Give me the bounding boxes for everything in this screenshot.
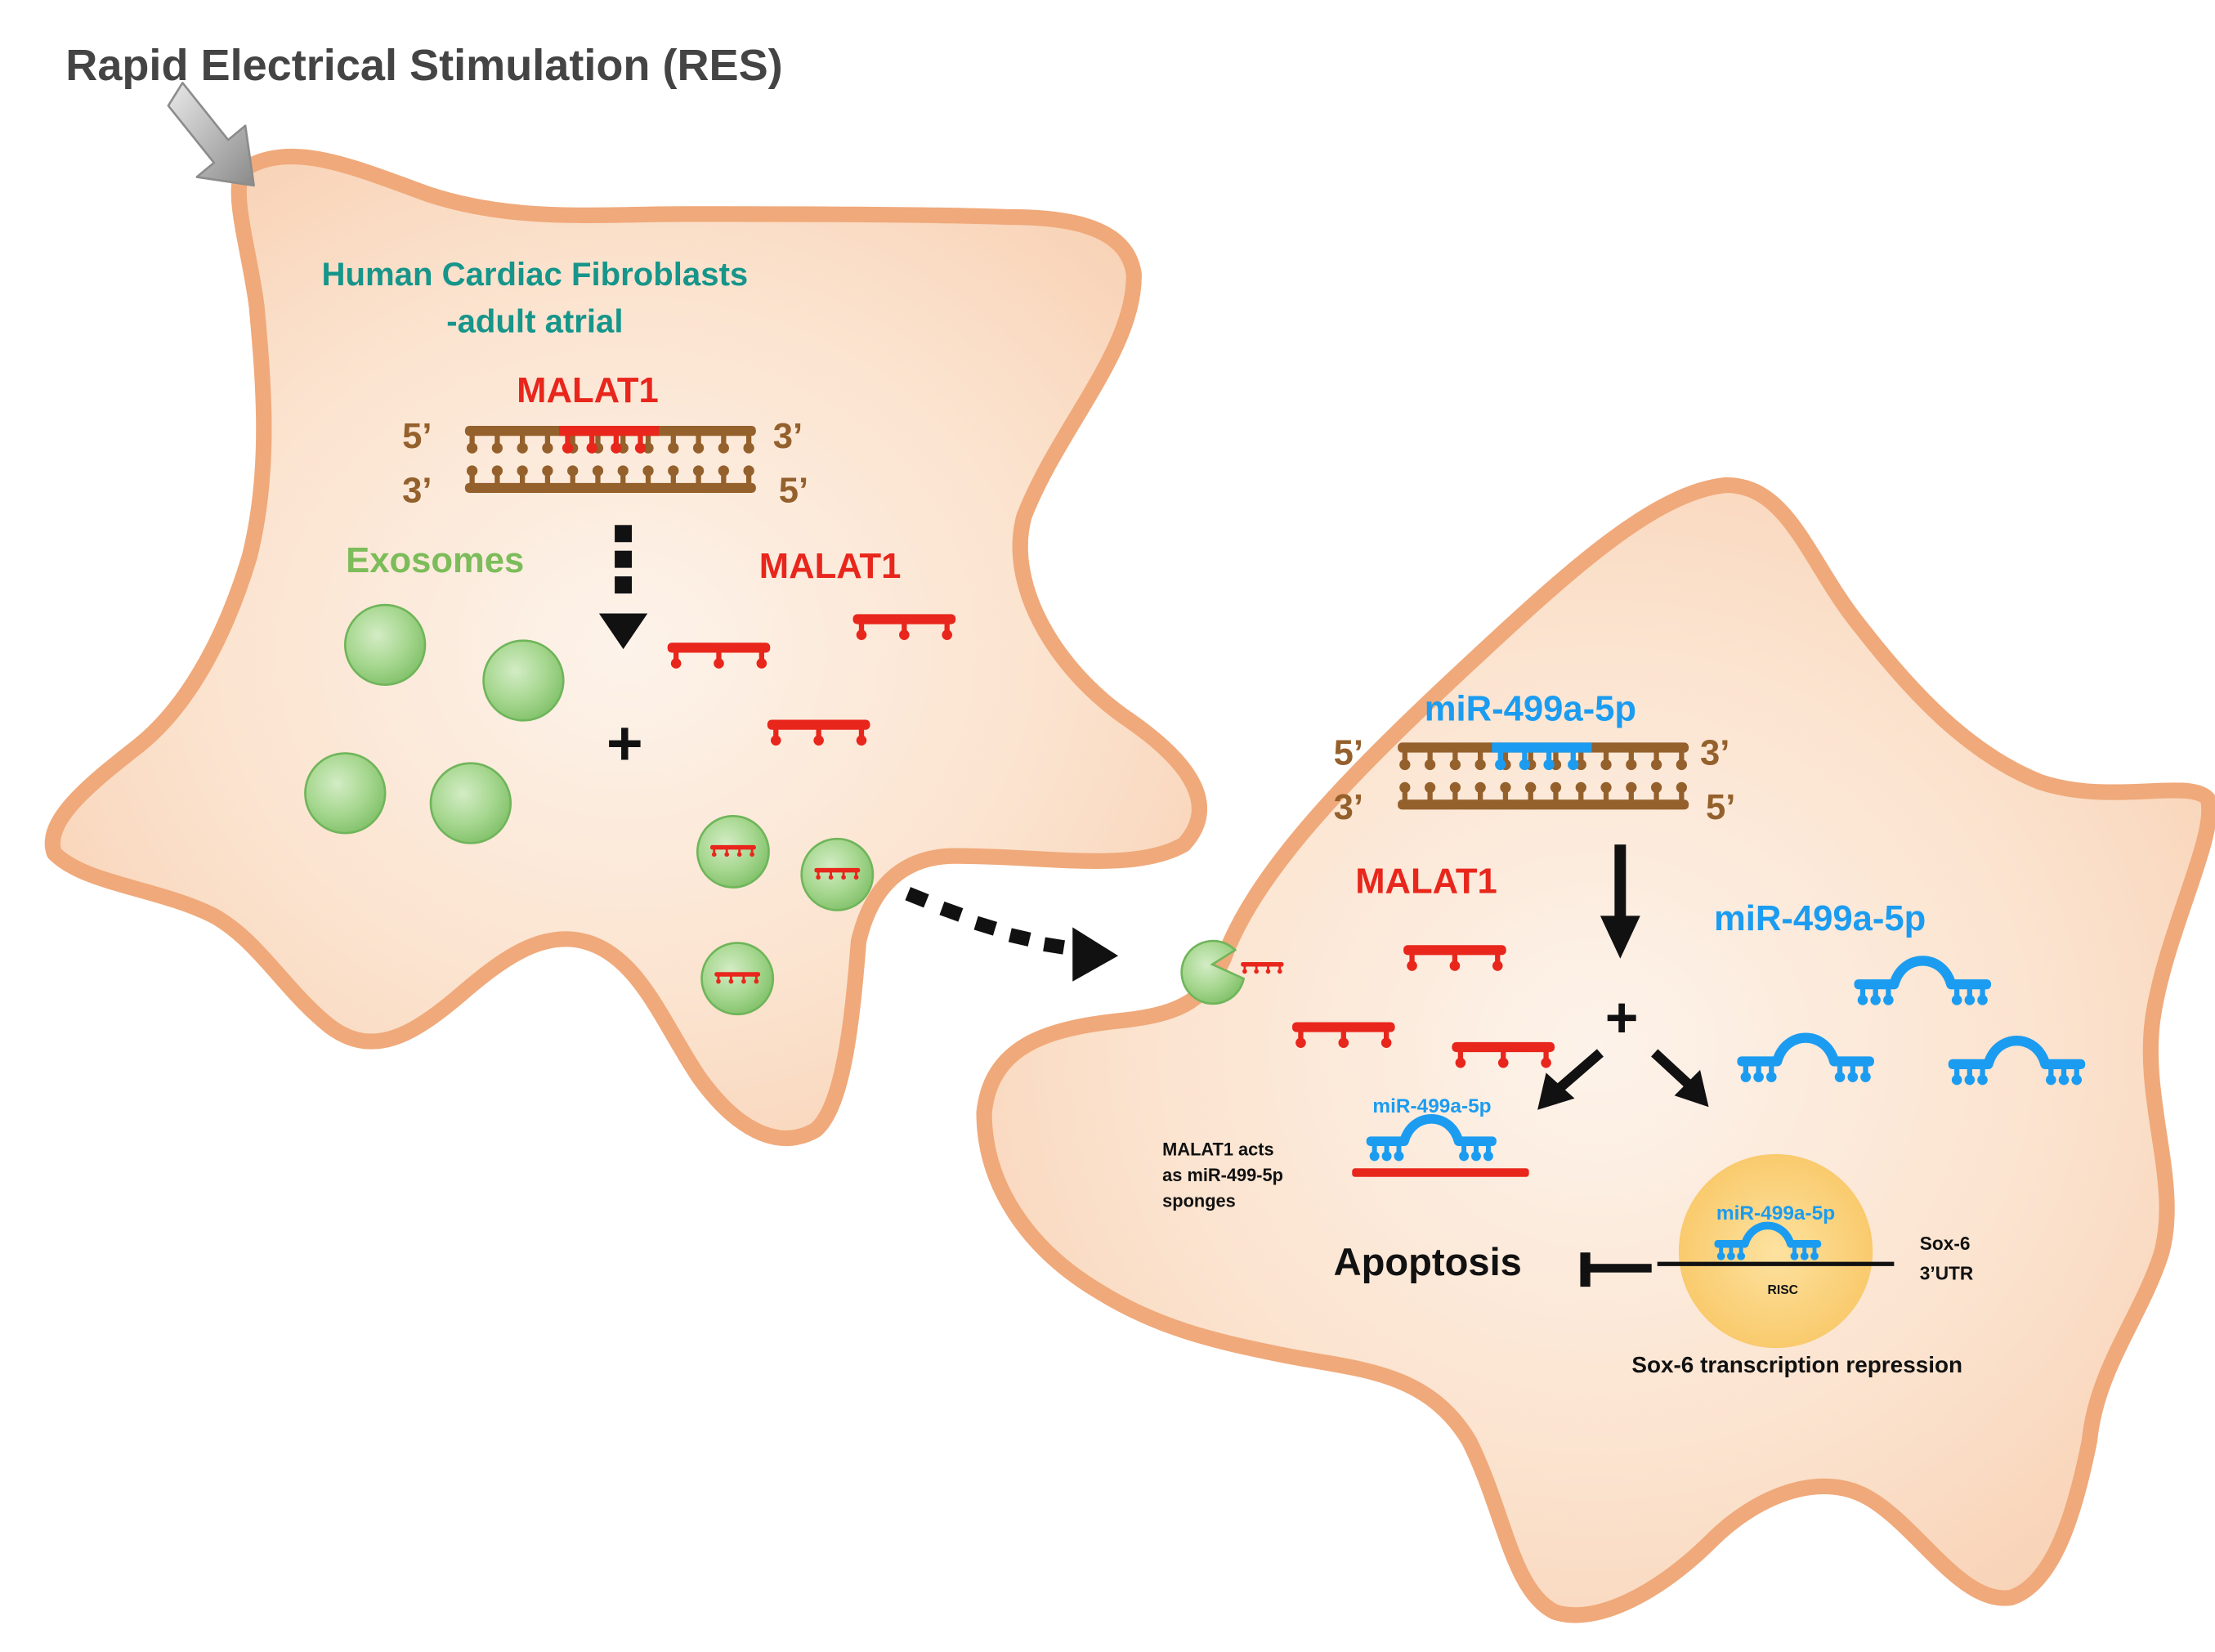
inhibition-bar-icon [1580,1252,1652,1287]
left-cell-membrane [44,148,1207,1146]
malat1-fragment [667,642,771,669]
solid-down-arrow-icon [1600,844,1640,959]
utr-label: 3’UTR [1920,1262,1974,1283]
loaded-exosome [800,837,875,911]
loaded-exosome [700,942,775,1016]
r-mir-label: miR-499a-5p [1714,899,1926,938]
risc-mirna [1714,1221,1822,1260]
r-bottom-strand [1398,781,1689,810]
exosomes-label: Exosomes [346,541,524,580]
title: Rapid Electrical Stimulation (RES) [65,41,782,90]
strand-top-left-label: 5’ [402,417,432,456]
gray-block-arrow-icon [167,82,255,187]
mirna-hairpin [1854,956,1992,1005]
malat1-cargo [710,844,756,857]
right-plus-sign: + [1605,986,1639,1050]
strand-bottom-left-label: 3’ [402,471,432,510]
left-plus-sign: + [606,708,643,778]
risc-complex [1657,1153,1895,1349]
exosome [343,603,427,687]
malat1-fragment [852,614,956,640]
split-arrows-icon [1537,1049,1709,1110]
exosome [304,752,387,835]
r-strand-bottom-right-label: 5’ [1706,788,1735,827]
bottom-strand [464,465,756,494]
sponge-text-line3: sponges [1162,1190,1236,1211]
malat1-fragments [667,614,956,746]
malat1-fragment [767,719,870,746]
mir-segment [1492,742,1592,753]
sponge-mir-label: miR-499a-5p [1372,1095,1491,1117]
r-mir-fragments [1737,956,2086,1086]
malat1-free-label: MALAT1 [759,547,902,586]
r-strand-top-right-label: 3’ [1700,733,1729,772]
mirna-hairpin [1948,1036,2086,1086]
risc-label: RISC [1768,1283,1798,1297]
malat1-cargo [814,867,861,880]
malat1-cargo [1241,962,1284,974]
r-malat1-label: MALAT1 [1355,862,1497,902]
entering-exosome [1180,939,1284,1005]
exosome [429,762,512,844]
risc-mir-label: miR-499a-5p [1716,1202,1835,1224]
r-strand-top-left-label: 5’ [1334,733,1363,772]
dotted-arrow-icon [905,887,1119,982]
exosome [482,639,565,722]
sponge-text-line1: MALAT1 acts [1162,1139,1273,1160]
sponge-complex [1352,1114,1529,1177]
strand-bottom-right-label: 5’ [779,471,808,510]
sox6-label: Sox-6 [1920,1233,1971,1254]
loaded-exosome [696,814,770,889]
malat1-gene-label: MALAT1 [517,371,659,410]
r-malat1-fragments [1291,945,1555,1068]
r-malat1-fragment [1452,1041,1555,1068]
repression-label: Sox-6 transcription repression [1631,1352,1962,1377]
apoptosis-label: Apoptosis [1334,1240,1522,1283]
mirna-hairpin [1737,1032,1874,1082]
mir-gene-label: miR-499a-5p [1425,689,1636,728]
strand-top-right-label: 3’ [773,417,803,456]
sponge-mirna [1366,1114,1497,1162]
cell-label-line2: -adult atrial [446,303,623,340]
dashed-down-arrow-icon [598,525,648,650]
cell-label-line1: Human Cardiac Fibroblasts [322,256,749,293]
malat1-segment [559,426,660,437]
malat1-dna-double-strand [464,426,756,494]
r-malat1-fragment [1403,945,1506,971]
r-strand-bottom-left-label: 3’ [1334,788,1363,827]
sponge-text-line2: as miR-499-5p [1162,1165,1283,1185]
sponge-malat1-strand [1352,1168,1529,1177]
malat1-cargo [714,972,761,984]
exosomes-group [304,603,875,1016]
r-malat1-fragment [1291,1022,1395,1049]
mir-dna-double-strand [1398,742,1689,810]
